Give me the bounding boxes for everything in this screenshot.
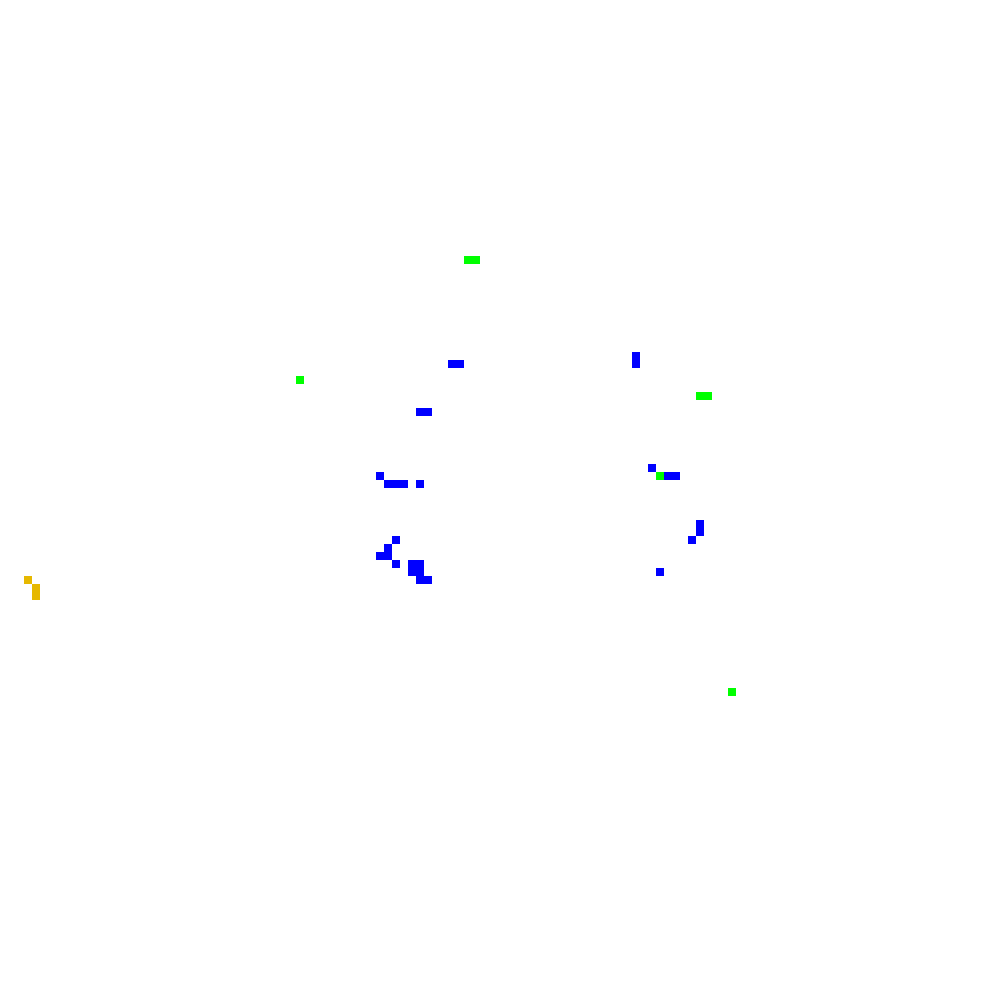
player-cell [448, 360, 456, 368]
player-cell [376, 472, 384, 480]
player-cell [656, 568, 664, 576]
player-cell [672, 472, 680, 480]
player-cell [416, 480, 424, 488]
food-cell [656, 472, 664, 480]
player-cell [400, 480, 408, 488]
player-cell [384, 552, 392, 560]
player-cell [664, 472, 672, 480]
player-cell [384, 544, 392, 552]
player-cell [456, 360, 464, 368]
player-cell [632, 360, 640, 368]
player-cell [416, 560, 424, 568]
enemy-cell [32, 584, 40, 592]
player-cell [416, 576, 424, 584]
food-cell [296, 376, 304, 384]
player-cell [416, 568, 424, 576]
food-cell [696, 392, 704, 400]
food-cell [728, 688, 736, 696]
enemy-cell [24, 576, 32, 584]
player-cell [392, 536, 400, 544]
food-cell [464, 256, 472, 264]
player-cell [416, 408, 424, 416]
player-cell [696, 520, 704, 528]
player-cell [384, 480, 392, 488]
player-cell [392, 480, 400, 488]
player-cell [696, 528, 704, 536]
player-cell [424, 576, 432, 584]
player-cell [408, 560, 416, 568]
player-cell [632, 352, 640, 360]
player-cell [648, 464, 656, 472]
player-cell [688, 536, 696, 544]
player-cell [376, 552, 384, 560]
player-cell [408, 568, 416, 576]
player-cell [424, 408, 432, 416]
player-cell [392, 560, 400, 568]
food-cell [704, 392, 712, 400]
enemy-cell [32, 592, 40, 600]
food-cell [472, 256, 480, 264]
